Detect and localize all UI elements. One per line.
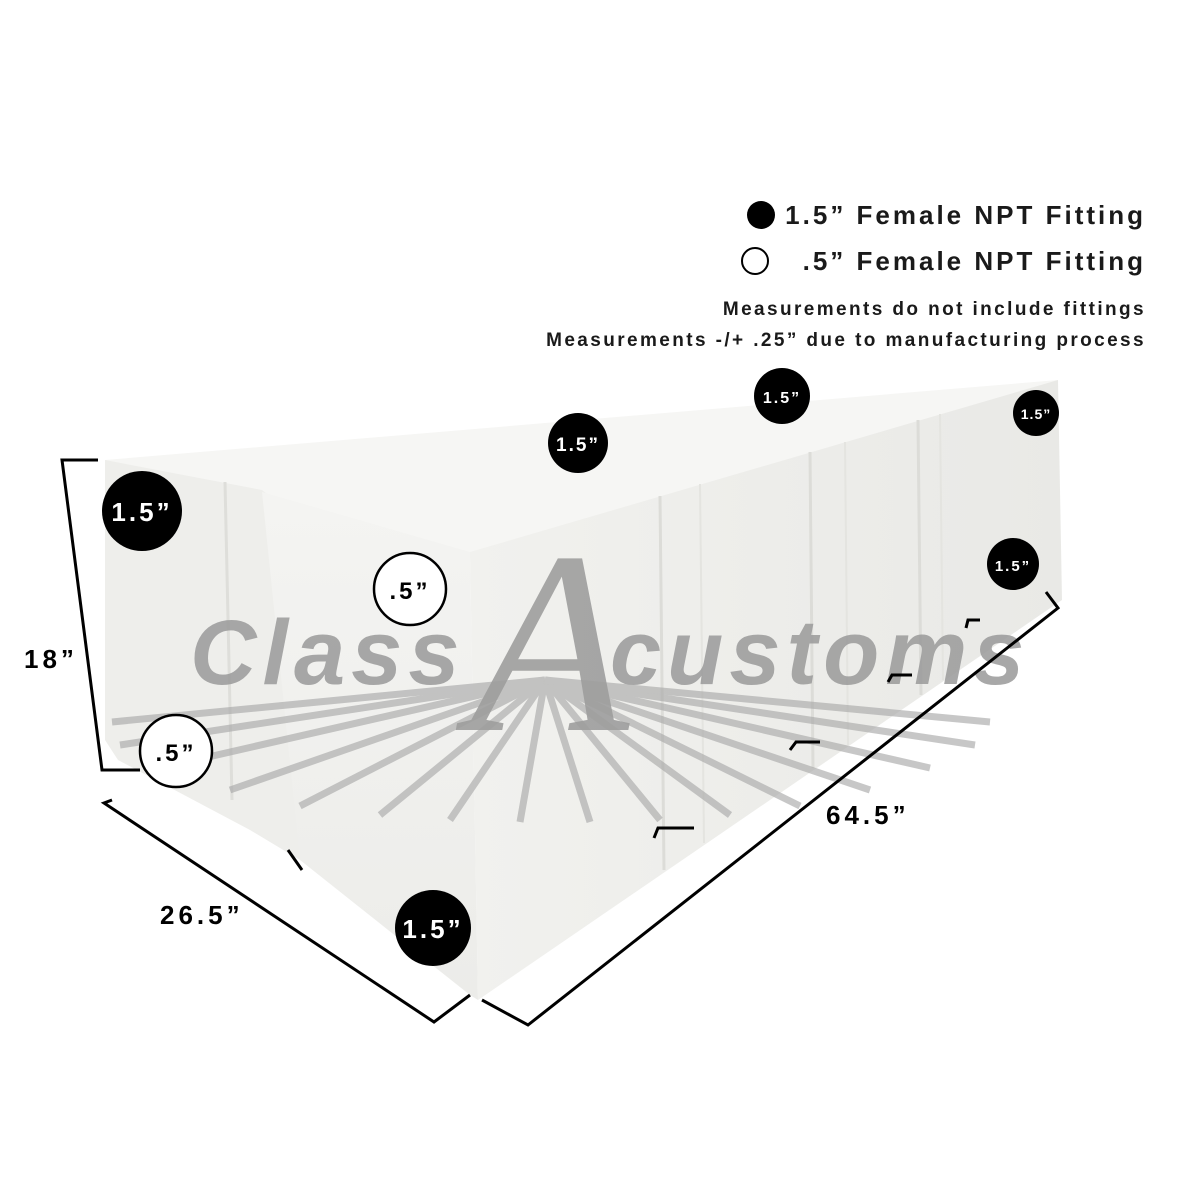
tank-rib bbox=[844, 441, 849, 746]
tank-rib bbox=[699, 483, 705, 844]
note-fittings: Measurements do not include fittings bbox=[722, 299, 1146, 320]
svg-text:1.5”: 1.5” bbox=[556, 435, 600, 456]
length-tick bbox=[652, 826, 694, 839]
watermark-customs-text: customs bbox=[610, 602, 1030, 704]
watermark-rays bbox=[111, 676, 991, 824]
svg-text:.5”: .5” bbox=[155, 740, 196, 767]
fitting-legend: 1.5” Female NPT Fitting .5” Female NPT F… bbox=[740, 192, 1146, 284]
tank-rib bbox=[223, 481, 234, 801]
width-tick bbox=[286, 849, 304, 871]
tank-rib bbox=[808, 451, 815, 769]
fitting-small: .5” bbox=[138, 713, 214, 789]
watermark-a-letter: A bbox=[454, 499, 633, 787]
width-dimension-label: 26.5” bbox=[160, 900, 244, 930]
legend-small-label: .5” Female NPT Fitting bbox=[802, 245, 1146, 276]
height-bracket bbox=[60, 458, 140, 772]
svg-text:1.5”: 1.5” bbox=[995, 558, 1031, 575]
fitting-large: 1.5” bbox=[1013, 390, 1059, 436]
svg-text:.5”: .5” bbox=[389, 578, 430, 605]
tank-rib bbox=[939, 413, 944, 681]
fitting-large: 1.5” bbox=[754, 368, 810, 424]
height-dimension-label: 18” bbox=[24, 644, 78, 674]
svg-text:1.5”: 1.5” bbox=[763, 390, 801, 407]
fitting-small: .5” bbox=[372, 551, 448, 627]
tank-rib bbox=[658, 495, 666, 871]
tank-long-side bbox=[470, 380, 1062, 1000]
fitting-large: 1.5” bbox=[102, 471, 182, 551]
length-bracket bbox=[481, 591, 1061, 1027]
length-tick bbox=[788, 740, 820, 751]
measurement-notes: Measurements do not include fittings Mea… bbox=[546, 294, 1146, 356]
svg-text:1.5”: 1.5” bbox=[111, 497, 172, 527]
legend-row-small: .5” Female NPT Fitting bbox=[740, 238, 1146, 284]
fitting-large: 1.5” bbox=[395, 890, 471, 966]
hollow-circle-icon bbox=[740, 247, 769, 275]
length-tick bbox=[964, 618, 980, 629]
tank-rib bbox=[916, 419, 923, 696]
note-tolerance: Measurements -/+ .25” due to manufacturi… bbox=[546, 330, 1146, 351]
svg-text:1.5”: 1.5” bbox=[402, 914, 463, 944]
dimension-lines bbox=[60, 458, 1061, 1027]
legend-large-label: 1.5” Female NPT Fitting bbox=[785, 199, 1146, 230]
width-bracket bbox=[100, 798, 471, 1024]
length-dimension-label: 64.5” bbox=[826, 800, 910, 830]
length-tick bbox=[886, 673, 912, 683]
filled-circle-icon bbox=[747, 201, 776, 229]
svg-text:1.5”: 1.5” bbox=[1021, 406, 1051, 422]
legend-row-large: 1.5” Female NPT Fitting bbox=[741, 192, 1146, 238]
fitting-large: 1.5” bbox=[548, 413, 608, 473]
fitting-large: 1.5” bbox=[987, 538, 1039, 590]
